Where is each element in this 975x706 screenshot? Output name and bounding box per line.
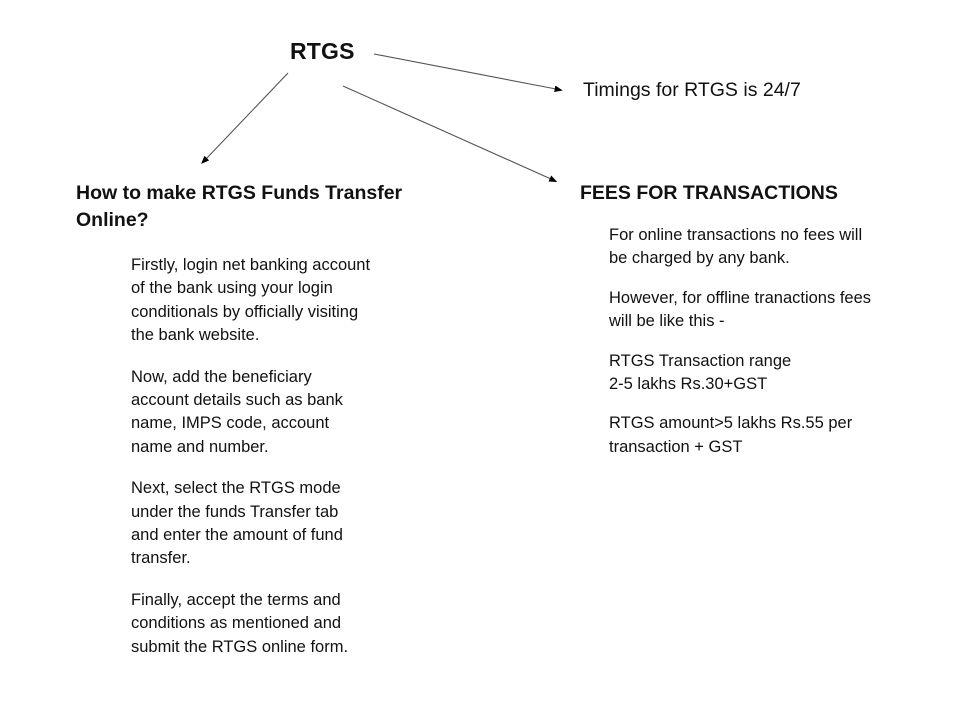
branch-how-item-1: Firstly, login net banking account of th… — [131, 255, 371, 345]
root-node-rtgs: RTGS — [290, 38, 355, 64]
branch-fees-item-4: RTGS amount>5 lakhs Rs.55 per transactio… — [609, 414, 853, 456]
branch-how-item-4: Finally, accept the terms and conditions… — [131, 590, 349, 656]
branch-fees-item-3: RTGS Transaction range 2-5 lakhs Rs.30+G… — [609, 351, 792, 394]
branch-fees-heading: FEES FOR TRANSACTIONS — [580, 182, 838, 204]
branch-how-heading: How to make RTGS Funds Transfer Online? — [76, 182, 403, 231]
branch-fees-for-transactions: FEES FOR TRANSACTIONS For online transac… — [580, 180, 940, 475]
connector-root-to-fees — [342, 85, 558, 183]
connector-root-to-how — [201, 72, 289, 164]
branch-fees-item-2: However, for offline tranactions fees wi… — [609, 288, 872, 331]
branch-how-items: Firstly, login net banking account of th… — [76, 254, 476, 659]
branch-timings: Timings for RTGS is 24/7 — [583, 78, 953, 103]
connector-root-to-timings — [373, 53, 563, 92]
branch-how-item-2: Now, add the beneficiary account details… — [131, 367, 343, 456]
branch-fees-items: For online transactions no fees will be … — [580, 224, 940, 459]
branch-how-item-3: Next, select the RTGS mode under the fun… — [131, 479, 343, 568]
branch-fees-item-1: For online transactions no fees will be … — [609, 225, 863, 268]
branch-timings-text: Timings for RTGS is 24/7 — [583, 79, 801, 101]
branch-how-to-make-rtgs: How to make RTGS Funds Transfer Online? … — [76, 180, 476, 659]
